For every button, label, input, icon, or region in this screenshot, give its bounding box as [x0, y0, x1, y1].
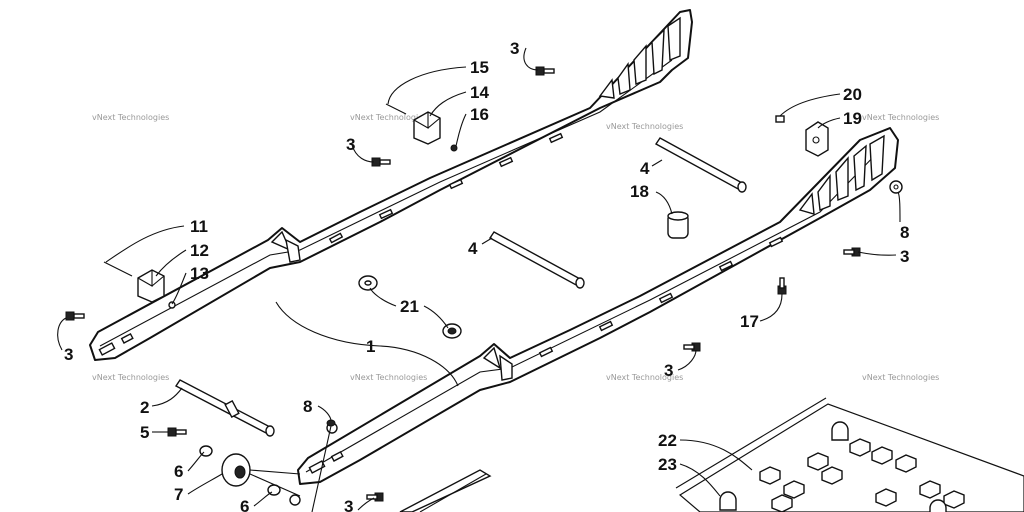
callout-12: 12: [190, 241, 209, 260]
watermark: vNext Technologies: [92, 373, 169, 382]
callout-2: 2: [140, 398, 149, 417]
bolt: [683, 342, 701, 352]
watermark: vNext Technologies: [606, 122, 683, 131]
callout-5: 5: [140, 423, 149, 442]
watermarks: vNext Technologies vNext Technologies vN…: [92, 113, 939, 382]
callout-17: 17: [740, 312, 759, 331]
rail-right: [297, 127, 899, 485]
watermark: vNext Technologies: [862, 113, 939, 122]
watermark: vNext Technologies: [92, 113, 169, 122]
shaft-front: [174, 379, 275, 437]
spacer: [667, 211, 689, 239]
watermark: vNext Technologies: [862, 373, 939, 382]
callout-18: 18: [630, 182, 649, 201]
track-clips: [719, 421, 947, 512]
bolt: [777, 277, 787, 295]
bolt: [371, 157, 391, 167]
bolts: [65, 66, 861, 502]
callout-16: 16: [470, 105, 489, 124]
callout-1: 1: [366, 337, 375, 356]
bolt: [775, 115, 785, 123]
watermark: vNext Technologies: [350, 113, 427, 122]
callout-8: 8: [900, 223, 909, 242]
callout-15: 15: [470, 58, 489, 77]
callout-6: 6: [240, 497, 249, 512]
callout-3: 3: [510, 39, 519, 58]
callout-23: 23: [658, 455, 677, 474]
callout-7: 7: [174, 485, 183, 504]
callout-8: 8: [303, 397, 312, 416]
track-belt: [675, 397, 1024, 512]
callout-4: 4: [640, 159, 650, 178]
track-lugs: [759, 438, 965, 512]
leader-lines: [57, 47, 901, 511]
shaft-middle: [488, 231, 585, 289]
shaft-upper: [654, 137, 747, 193]
bracket-front: [103, 261, 176, 309]
callout-14: 14: [470, 83, 489, 102]
bracket-upper: [385, 103, 458, 152]
bolt: [167, 427, 187, 437]
callouts: 3 15 14 16 3 20 19 4 18 8 3 11 12 13 4 2…: [64, 39, 909, 512]
bolt: [366, 492, 384, 502]
callout-3: 3: [900, 247, 909, 266]
callout-22: 22: [658, 431, 677, 450]
rail-left: [89, 9, 693, 361]
callout-4: 4: [468, 239, 478, 258]
callout-19: 19: [843, 109, 862, 128]
watermark: vNext Technologies: [350, 373, 427, 382]
callout-3: 3: [344, 497, 353, 512]
callout-11: 11: [190, 217, 208, 236]
callout-21: 21: [400, 297, 419, 316]
slide-strip: [399, 469, 492, 512]
bolt: [535, 66, 555, 76]
callout-3: 3: [64, 345, 73, 364]
callout-20: 20: [843, 85, 862, 104]
callout-13: 13: [190, 264, 209, 283]
callout-6: 6: [174, 462, 183, 481]
bolt: [843, 247, 861, 257]
idler-wheel: [199, 445, 281, 496]
bracket-rear: [805, 121, 829, 157]
callout-3: 3: [664, 361, 673, 380]
watermark: vNext Technologies: [606, 373, 683, 382]
bolt: [65, 311, 85, 321]
callout-3: 3: [346, 135, 355, 154]
